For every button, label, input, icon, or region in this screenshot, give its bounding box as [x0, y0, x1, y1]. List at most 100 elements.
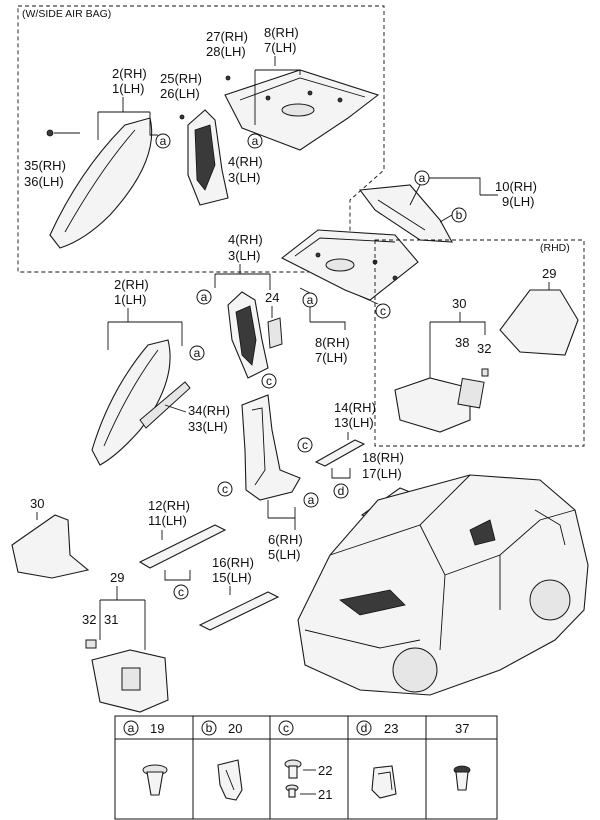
label-7lh-top: 7(LH) — [264, 40, 297, 55]
label-16rh: 16(RH) — [212, 555, 254, 570]
label-8rh-top: 8(RH) — [264, 25, 299, 40]
svg-text:a: a — [419, 171, 426, 185]
scuff-12-11 — [138, 524, 227, 569]
label-29: 29 — [110, 570, 124, 585]
label-6rh: 6(RH) — [268, 532, 303, 547]
part-29-rhd — [499, 289, 579, 356]
label-28lh: 28(LH) — [206, 44, 246, 59]
svg-text:b: b — [456, 208, 463, 222]
a-pillar-trim-top — [49, 117, 153, 249]
label-36lh: 36(LH) — [24, 174, 64, 189]
label-32-rhd: 32 — [477, 341, 491, 356]
svg-text:c: c — [302, 438, 308, 452]
scuff-16-15 — [198, 591, 280, 631]
label-1lh-top: 1(LH) — [112, 81, 145, 96]
svg-text:c: c — [380, 304, 386, 318]
scuff-14-13 — [314, 439, 366, 467]
svg-text:c: c — [266, 374, 272, 388]
bolt-37-icon — [453, 765, 471, 791]
part-30 — [11, 514, 90, 579]
side-airbag-box-title: (W/SIDE AIR BAG) — [22, 8, 111, 20]
label-9lh: 9(LH) — [502, 194, 535, 209]
label-35rh: 35(RH) — [24, 158, 66, 173]
callout-a — [155, 133, 171, 149]
clip-23-icon — [371, 765, 397, 799]
a-pillar-group: 2(RH) 1(LH) a 34(RH) 33(LH) — [91, 277, 230, 466]
legend-37-number: 37 — [455, 721, 469, 736]
legend-a-number: 19 — [150, 721, 164, 736]
lower-left-group: 30 29 32 31 — [11, 496, 169, 713]
label-7lh: 7(LH) — [315, 350, 348, 365]
label-29-rhd: 29 — [542, 266, 556, 281]
rhd-group: (RHD) 29 30 38 32 — [374, 239, 585, 447]
fastener-legend: a 19 b 20 c 22 21 d 23 — [114, 715, 498, 820]
legend-b-number: 20 — [228, 721, 242, 736]
label-1lh: 1(LH) — [114, 292, 147, 307]
label-11lh: 11(LH) — [148, 513, 187, 528]
label-4rh-top: 4(RH) — [228, 154, 263, 169]
legend-frame — [114, 715, 498, 820]
svg-text:a: a — [252, 134, 259, 148]
label-32: 32 — [82, 612, 96, 627]
vehicle-illustration — [297, 474, 589, 696]
scuff-plates-group: 14(RH) 13(LH) d 18(RH) 17(LH) 12(RH) 11(… — [138, 400, 412, 631]
a-pillar-trim — [91, 339, 171, 466]
label-4rh: 4(RH) — [228, 232, 263, 247]
clip-27-28 — [225, 75, 231, 81]
label-2rh-top: 2(RH) — [112, 66, 147, 81]
trim-10-9-group: a b 10(RH) 9(LH) — [358, 170, 537, 243]
label-30: 30 — [30, 496, 44, 511]
label-25rh: 25(RH) — [160, 71, 202, 86]
clip-20-icon — [217, 759, 243, 801]
label-14rh: 14(RH) — [334, 400, 376, 415]
label-2rh: 2(RH) — [114, 277, 149, 292]
label-38: 38 — [455, 335, 469, 350]
screw-21-icon — [285, 784, 299, 798]
label-18rh: 18(RH) — [362, 450, 404, 465]
label-24: 24 — [265, 290, 279, 305]
label-17lh: 17(LH) — [362, 466, 402, 481]
part-30-rhd — [394, 377, 471, 433]
legend-a-letter: a — [128, 721, 135, 735]
legend-d-letter: d — [361, 721, 368, 735]
label-8rh: 8(RH) — [315, 335, 350, 350]
label-26lh: 26(LH) — [160, 86, 200, 101]
b-pillar-upper-group: c 24 — [227, 290, 283, 389]
part-24 — [267, 317, 283, 349]
rhd-box — [374, 239, 585, 447]
svg-text:d: d — [338, 484, 345, 498]
side-airbag-group: (W/SIDE AIR BAG) 27(RH) 28(LH) 8(RH) 7(L… — [17, 5, 385, 273]
legend-c-22: 22 — [318, 763, 332, 778]
svg-text:a: a — [194, 346, 201, 360]
side-airbag-box — [17, 5, 385, 273]
screw-22-icon — [284, 759, 302, 779]
b-pillar-lower-group: c a c 6(RH) 5(LH) — [217, 394, 319, 562]
rhd-box-title: (RHD) — [540, 242, 570, 254]
label-3lh: 3(LH) — [228, 248, 261, 263]
label-34rh: 34(RH) — [188, 403, 230, 418]
svg-text:a: a — [160, 134, 167, 148]
label-31: 31 — [104, 612, 118, 627]
legend-c-letter: c — [283, 721, 289, 735]
label-33lh: 33(LH) — [188, 419, 228, 434]
svg-text:a: a — [201, 290, 208, 304]
svg-text:a: a — [307, 293, 314, 307]
headliner-group: 4(RH) 3(LH) a a c 8(RH) 7(LH) — [196, 229, 419, 365]
callout-a — [247, 133, 263, 149]
b-pillar-lower-trim — [241, 394, 301, 501]
label-3lh-top: 3(LH) — [228, 170, 261, 185]
label-30-rhd: 30 — [452, 296, 466, 311]
legend-d-number: 23 — [384, 721, 398, 736]
label-15lh: 15(LH) — [212, 570, 252, 585]
label-12rh: 12(RH) — [148, 498, 190, 513]
label-27rh: 27(RH) — [206, 29, 248, 44]
label-10rh: 10(RH) — [495, 179, 537, 194]
svg-text:c: c — [222, 482, 228, 496]
legend-c-21: 21 — [318, 787, 332, 802]
label-13lh: 13(LH) — [334, 415, 374, 430]
legend-b-letter: b — [206, 721, 213, 735]
svg-text:a: a — [308, 493, 315, 507]
svg-text:c: c — [178, 585, 184, 599]
clip-35-36 — [46, 129, 54, 137]
